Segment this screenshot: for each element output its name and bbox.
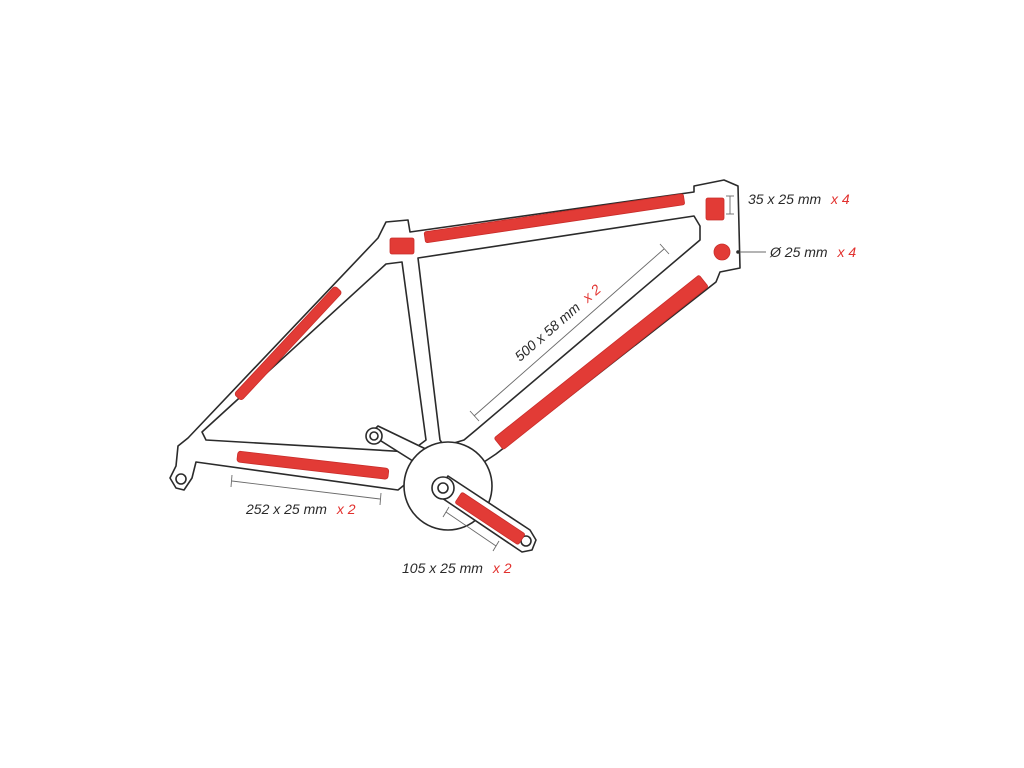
seat-stay-patch bbox=[234, 286, 342, 400]
chain-stay-size: 252 x 25 mm bbox=[245, 501, 327, 517]
head-round-size: Ø 25 mm bbox=[769, 244, 828, 260]
head-rect-qty: x 4 bbox=[830, 191, 850, 207]
crank-dim-tick-b bbox=[492, 540, 500, 552]
chain-stay-dim-line bbox=[231, 480, 381, 500]
bike-frame bbox=[169, 179, 741, 491]
left-pedal-hole bbox=[369, 431, 379, 441]
down-tube-dim-line bbox=[473, 248, 665, 417]
head-tube-round-patch bbox=[713, 243, 731, 261]
crank-dim-line bbox=[445, 511, 497, 547]
protection-patches bbox=[234, 193, 731, 545]
down-tube-dim-tick-b bbox=[659, 243, 670, 255]
down-tube-patch bbox=[494, 275, 708, 450]
chain-stay-dim-tick-a bbox=[230, 474, 233, 488]
head-round-label: Ø 25 mm x 4 bbox=[769, 244, 856, 260]
crank-size: 105 x 25 mm bbox=[402, 560, 483, 576]
rear-dropout-hole bbox=[175, 473, 187, 485]
crank-patch bbox=[455, 492, 525, 545]
top-tube-patch bbox=[423, 193, 685, 244]
chain-stay-dim-tick-b bbox=[379, 492, 382, 506]
head-rect-label: 35 x 25 mm x 4 bbox=[748, 191, 850, 207]
dimension-lines bbox=[230, 195, 766, 552]
crank-label: 105 x 25 mm x 2 bbox=[402, 560, 512, 576]
head-rect-size: 35 x 25 mm bbox=[748, 191, 821, 207]
crank-spindle-hole bbox=[437, 482, 449, 494]
head-tube-rect-patch bbox=[705, 197, 725, 221]
head-round-qty: x 4 bbox=[836, 244, 856, 260]
chain-stay-qty: x 2 bbox=[336, 501, 356, 517]
chain-stay-label: 252 x 25 mm x 2 bbox=[245, 501, 356, 517]
down-tube-dim-tick-a bbox=[469, 410, 480, 422]
crank-dim-tick-a bbox=[442, 506, 450, 518]
seat-cluster-patch bbox=[389, 237, 415, 255]
rear-triangle-opening bbox=[201, 261, 427, 453]
head-round-leader-dot bbox=[736, 250, 740, 254]
chain-stay-patch bbox=[236, 450, 390, 480]
crank-qty: x 2 bbox=[492, 560, 512, 576]
